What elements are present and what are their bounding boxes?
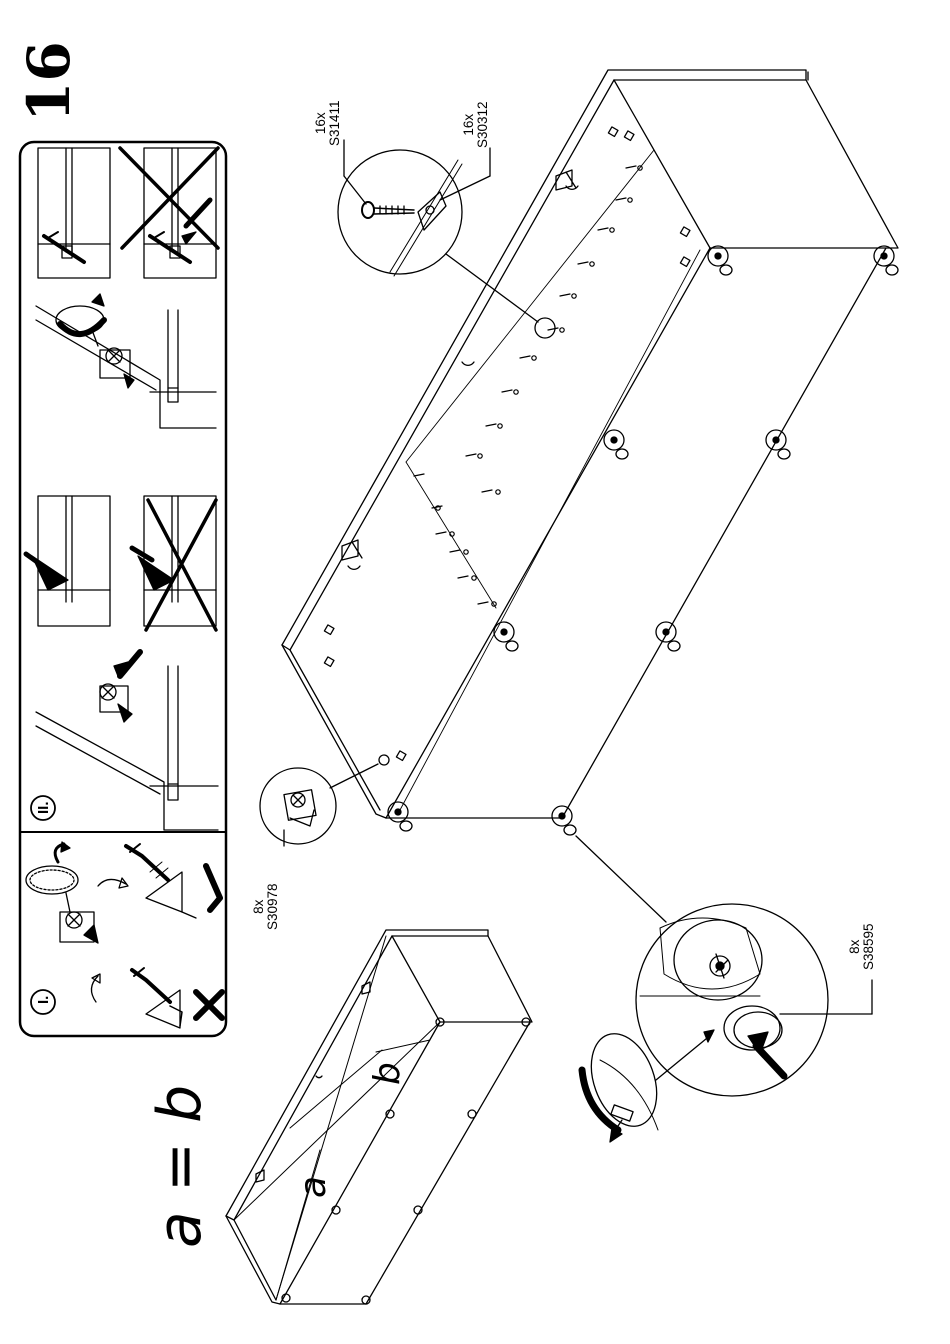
- section-ii-detail-boxes: [26, 148, 218, 630]
- detail-glide-pad: [576, 836, 872, 1096]
- glide-pads: [379, 246, 898, 835]
- bracket-icon: [418, 192, 446, 230]
- screw-icon: [362, 202, 414, 218]
- instruction-panel: [20, 142, 226, 1036]
- glide-press-icon: [579, 1025, 668, 1142]
- cam-turn-icon: [26, 842, 98, 943]
- cam-fittings: [324, 127, 690, 761]
- screw-wrong-icon: [132, 968, 222, 1028]
- detail-screw-bracket: [338, 140, 555, 338]
- section-ii-cam-turn: [36, 294, 216, 428]
- main-cabinet: [282, 70, 898, 818]
- diagonal-check-cabinet: [226, 930, 532, 1304]
- section-ii-cam-insert: [36, 652, 218, 830]
- screw-icon: [414, 166, 636, 604]
- cam-connector-icon: [284, 790, 316, 826]
- screw-correct-icon: [126, 844, 220, 918]
